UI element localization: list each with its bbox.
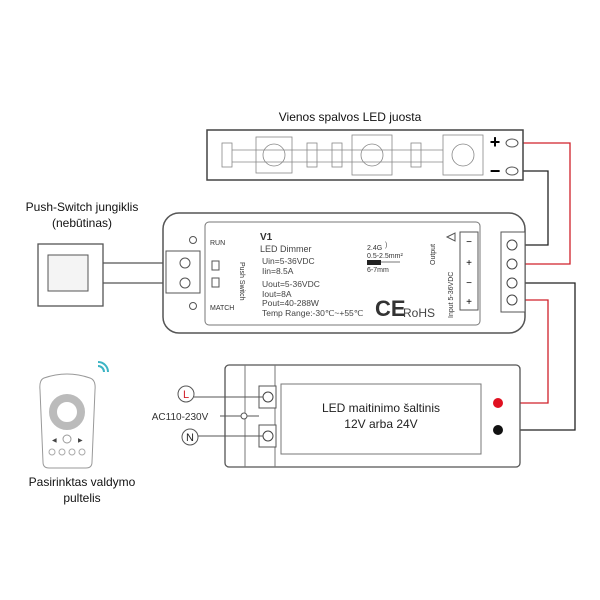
switch-terminal-screw [179, 277, 191, 289]
terminal-block: − + − + [459, 231, 526, 313]
live-icon [177, 385, 195, 403]
ac-voltage-label: AC110-230V [152, 412, 209, 423]
strip-negative-wire [518, 170, 549, 246]
model-label: V1 [260, 232, 273, 243]
wire-spec-1: 0.5-2.5mm² [367, 253, 403, 260]
rf-label: 2.4G [367, 245, 382, 252]
supply-positive-wire [500, 299, 549, 404]
remote-control: ◀ ▶ Pasirinktas valdymo pultelis [29, 361, 136, 505]
neutral-icon [181, 428, 199, 446]
positive-output-dot [493, 398, 503, 408]
wireless-signal-icon [97, 361, 109, 373]
product-name: LED Dimmer [260, 244, 312, 254]
negative-output-dot [493, 425, 503, 435]
input-plus-label: + [466, 297, 472, 308]
push-switch-subtitle: (nebūtinas) [52, 216, 112, 230]
input-minus-label: − [466, 278, 472, 289]
ce-mark: CE [375, 296, 406, 321]
power-supply: LED maitinimo šaltinis 12V arba 24V AC11… [152, 364, 521, 468]
output-label: Output [430, 244, 437, 265]
match-label: MATCH [210, 305, 234, 312]
led-dimmer-controller: RUN MATCH Push Switch V1 LED Dimmer Uin=… [162, 212, 526, 334]
wires [103, 142, 576, 431]
right-arrow-icon: ▶ [78, 438, 83, 444]
output-plus-label: + [466, 258, 472, 269]
push-switch-title: Push-Switch jungiklis [26, 200, 139, 214]
power-supply-title: LED maitinimo šaltinis [322, 401, 440, 415]
push-switch-mark: Push Switch [238, 262, 245, 301]
led-symbol-icon [445, 232, 456, 242]
neutral-label: N [186, 432, 194, 444]
match-led-icon [189, 302, 197, 310]
output-negative-screw [506, 239, 518, 251]
power-button-icon [62, 434, 72, 444]
strip-minus-label: − [490, 161, 501, 181]
spec-uin: Uin=5-36VDC [262, 256, 315, 266]
output-minus-label: − [466, 237, 472, 248]
spec-pout: Pout=40-288W [262, 298, 319, 308]
spec-uout: Uout=5-36VDC [262, 279, 320, 289]
remote-subtitle: pultelis [63, 491, 100, 505]
spec-temp: Temp Range:-30℃~+55℃ [262, 308, 364, 318]
input-label: Input 5-36VDC [448, 272, 455, 318]
run-led-icon [189, 236, 197, 244]
left-arrow-icon: ◀ [52, 438, 57, 444]
led-strip-title: Vienos spalvos LED juosta [279, 110, 422, 124]
push-switch: Push-Switch jungiklis (nebūtinas) [26, 200, 139, 307]
strip-plus-label: + [490, 132, 501, 152]
live-label: L [183, 389, 189, 401]
switch-button-icon [47, 254, 89, 292]
power-supply-voltage: 12V arba 24V [344, 417, 417, 431]
input-positive-screw [506, 294, 518, 306]
strip-negative-terminal [505, 166, 519, 176]
rohs-mark: RoHS [403, 306, 435, 320]
wire-spec-2: 6-7mm [367, 267, 389, 274]
supply-negative-wire [500, 282, 576, 431]
output-positive-screw [506, 258, 518, 270]
strip-positive-wire [518, 142, 571, 265]
l-terminal-screw [262, 391, 274, 403]
color-wheel-icon [49, 394, 85, 430]
led-strip: Vienos spalvos LED juosta + − [206, 110, 524, 181]
switch-terminal-screw [179, 257, 191, 269]
wireless-icon: ) [385, 242, 387, 249]
strip-positive-terminal [505, 138, 519, 148]
spec-iin: Iin=8.5A [262, 266, 294, 276]
run-label: RUN [210, 240, 225, 247]
input-negative-screw [506, 277, 518, 289]
spec-iout: Iout=8A [262, 289, 292, 299]
remote-title: Pasirinktas valdymo [29, 475, 136, 489]
n-terminal-screw [262, 430, 274, 442]
